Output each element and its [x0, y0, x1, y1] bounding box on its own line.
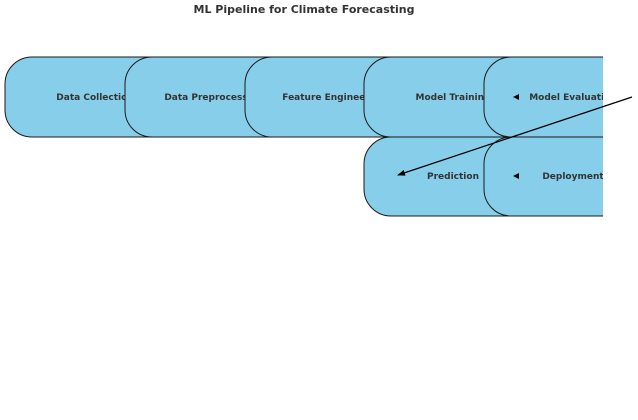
node-model-evaluation: Model Evaluation	[483, 56, 617, 138]
diagram-title: ML Pipeline for Climate Forecasting	[193, 3, 415, 16]
node-label-model-training: Model Training	[416, 93, 491, 103]
edge-evaluation-to-prediction	[397, 96, 633, 176]
node-label-deployment: Deployment	[542, 172, 604, 182]
node-deployment: Deployment	[483, 136, 604, 217]
edge-deployment-to-prediction	[513, 173, 519, 179]
edge-evaluation-to-training	[513, 94, 519, 100]
node-label-prediction: Prediction	[427, 172, 479, 182]
node-label-data-preprocessing: Data Preprocessing	[164, 93, 263, 103]
node-label-data-collection: Data Collection	[56, 93, 133, 103]
node-label-feature-engineering: Feature Engineering	[282, 93, 385, 103]
node-label-model-evaluation: Model Evaluation	[529, 93, 617, 103]
